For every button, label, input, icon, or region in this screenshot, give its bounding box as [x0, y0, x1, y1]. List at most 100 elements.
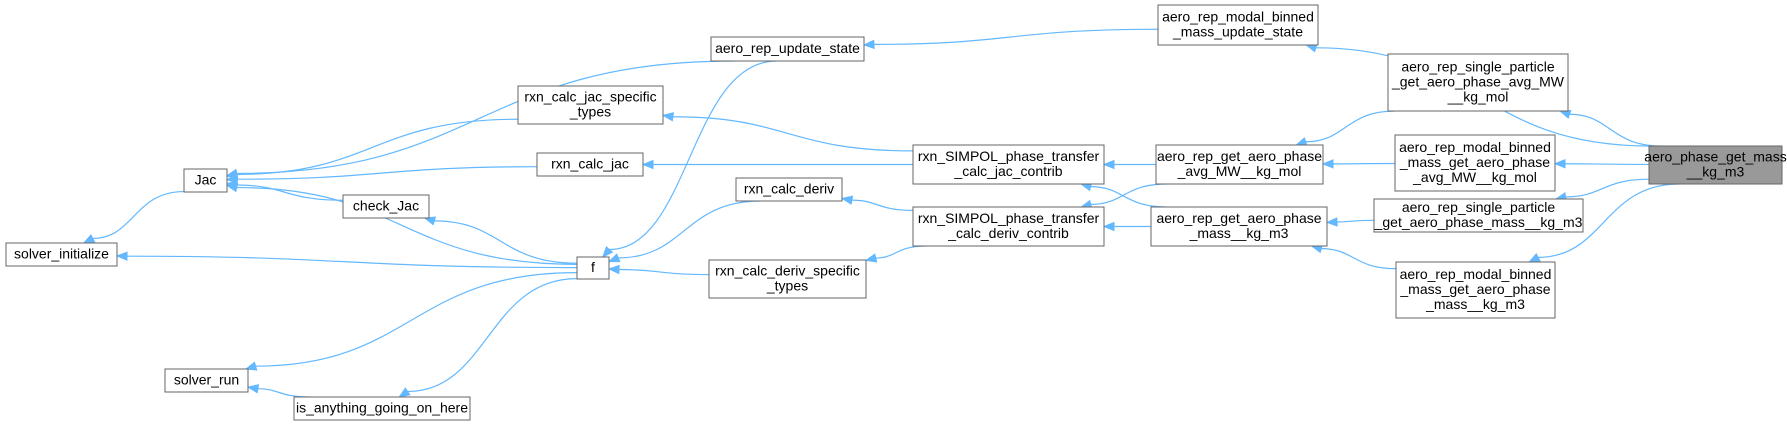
- node-label: __kg_m3: [1686, 164, 1745, 180]
- node-label: _calc_deriv_contrib: [947, 225, 1069, 241]
- node-label: aero_rep_get_aero_phase: [1156, 210, 1321, 226]
- node-label: aero_rep_single_particle: [1402, 199, 1556, 215]
- node-aero_rep_modal_binned_mass_get_aero_phase_avg_MW[interactable]: aero_rep_modal_binned_mass_get_aero_phas…: [1394, 134, 1556, 192]
- node-box: [293, 396, 471, 421]
- edge-line: [1538, 183, 1680, 258]
- edge-arrowhead: [862, 39, 875, 50]
- node-rxn_calc_jac_specific_types[interactable]: rxn_calc_jac_specific_types: [517, 85, 664, 125]
- edge-arrowhead: [661, 112, 675, 122]
- edge-f-to-rxn_calc_deriv_specific_types: [607, 264, 710, 276]
- node-label: is_anything_going_on_here: [296, 400, 468, 416]
- node-label: _mass__kg_m3: [1425, 296, 1525, 312]
- node-aero_rep_modal_binned_mass_get_aero_phase_mass[interactable]: aero_rep_modal_binned_mass_get_aero_phas…: [1395, 261, 1556, 319]
- node-is_anything_going_on_here[interactable]: is_anything_going_on_here: [293, 396, 471, 421]
- edge-rxn_SIMPOL_phase_transfer_calc_deriv_contrib-to-aero_rep_get_aero_phase_mass: [1102, 221, 1151, 232]
- node-label: rxn_calc_jac: [551, 156, 629, 172]
- edge-line: [875, 245, 927, 259]
- edge-aero_rep_get_aero_phase_mass-to-aero_rep_modal_binned_mass_get_aero_phase_mass: [1310, 244, 1397, 270]
- edge-arrowhead: [864, 253, 878, 263]
- edge-line: [92, 190, 185, 240]
- node-label: _mass__kg_m3: [1189, 225, 1289, 241]
- edge-arrowhead: [641, 159, 654, 170]
- node-rxn_calc_deriv_specific_types[interactable]: rxn_calc_deriv_specific_types: [708, 259, 867, 299]
- node-label: _types: [766, 278, 808, 294]
- node-label: aero_rep_single_particle: [1401, 59, 1555, 75]
- node-box: [912, 206, 1105, 247]
- node-box: [1157, 4, 1319, 46]
- node-check_Jac[interactable]: check_Jac: [342, 194, 430, 219]
- edge-arrowhead: [1102, 159, 1115, 170]
- edge-aero_rep_modal_binned_mass_get_aero_phase_mass-to-aero_phase_get_mass: [1528, 183, 1680, 263]
- node-label: _avg_MW__kg_mol: [1412, 169, 1537, 185]
- edge-arrowhead: [115, 251, 128, 261]
- node-aero_rep_get_aero_phase_avg_MW[interactable]: aero_rep_get_aero_phase_avg_MW__kg_mol: [1155, 144, 1324, 185]
- edge-rxn_SIMPOL_phase_transfer_calc_jac_contrib-to-aero_rep_get_aero_phase_mass: [1079, 182, 1167, 208]
- edge-aero_rep_modal_binned_mass_get_aero_phase_avg_MW-to-aero_phase_get_mass: [1553, 159, 1650, 169]
- edge-arrowhead: [840, 195, 854, 205]
- node-f[interactable]: f: [576, 256, 610, 280]
- node-rxn_calc_deriv[interactable]: rxn_calc_deriv: [735, 177, 843, 202]
- node-label: aero_rep_modal_binned: [1162, 9, 1314, 25]
- node-label: check_Jac: [353, 198, 419, 214]
- node-rxn_SIMPOL_phase_transfer_calc_deriv_contrib[interactable]: rxn_SIMPOL_phase_transfer_calc_deriv_con…: [912, 206, 1105, 247]
- edge-aero_rep_single_particle_get_aero_phase_mass-to-aero_phase_get_mass: [1554, 178, 1650, 202]
- node-solver_initialize[interactable]: solver_initialize: [5, 242, 118, 267]
- edge-line: [407, 278, 578, 393]
- node-label: aero_rep_update_state: [715, 40, 860, 56]
- edge-line: [1564, 163, 1650, 166]
- node-label: aero_rep_get_aero_phase: [1157, 148, 1322, 164]
- edge-rxn_calc_deriv-to-rxn_SIMPOL_phase_transfer_calc_deriv_contrib: [840, 195, 914, 212]
- edge-arrowhead: [82, 233, 96, 244]
- node-box: [5, 242, 118, 267]
- node-aero_phase_get_mass[interactable]: aero_phase_get_mass__kg_m3: [1644, 145, 1787, 185]
- node-box: [164, 368, 249, 393]
- edge-aero_rep_update_state-to-aero_rep_modal_binned_mass_update_state: [862, 28, 1159, 50]
- edge-arrowhead: [1294, 137, 1308, 147]
- node-box: [1648, 145, 1783, 185]
- node-rxn_calc_jac[interactable]: rxn_calc_jac: [536, 152, 644, 177]
- node-label: _mass_update_state: [1172, 24, 1303, 40]
- edge-line: [1565, 178, 1650, 198]
- node-aero_rep_update_state[interactable]: aero_rep_update_state: [710, 36, 865, 62]
- node-box: [1155, 144, 1324, 185]
- edge-solver_run-to-is_anything_going_on_here: [246, 384, 310, 398]
- edge-arrowhead: [1528, 252, 1541, 263]
- edge-rxn_calc_jac-to-rxn_SIMPOL_phase_transfer_calc_jac_contrib: [641, 159, 913, 170]
- edge-line: [236, 60, 735, 175]
- node-solver_run[interactable]: solver_run: [164, 368, 249, 393]
- edge-line: [1090, 183, 1167, 206]
- node-box: [1394, 134, 1556, 192]
- node-aero_rep_modal_binned_mass_update_state[interactable]: aero_rep_modal_binned_mass_update_state: [1157, 4, 1319, 46]
- node-label: _get_aero_phase_avg_MW: [1391, 74, 1565, 90]
- node-label: rxn_calc_jac_specific: [524, 89, 656, 105]
- node-aero_rep_get_aero_phase_mass[interactable]: aero_rep_get_aero_phase_mass__kg_m3: [1150, 206, 1328, 247]
- edge-arrowhead: [1321, 159, 1334, 169]
- edge-arrowhead: [1325, 217, 1338, 227]
- node-label: rxn_SIMPOL_phase_transfer: [918, 210, 1100, 226]
- edge-arrowhead: [1553, 159, 1566, 169]
- node-label: _mass_get_aero_phase: [1399, 281, 1550, 297]
- node-rxn_SIMPOL_phase_transfer_calc_jac_contrib[interactable]: rxn_SIMPOL_phase_transfer_calc_jac_contr…: [912, 144, 1105, 185]
- node-label: rxn_SIMPOL_phase_transfer: [918, 148, 1100, 164]
- edge-f-to-rxn_calc_deriv: [607, 200, 761, 263]
- edges-layer: [82, 28, 1680, 398]
- node-label: aero_rep_modal_binned: [1399, 139, 1551, 155]
- edge-line: [1336, 219, 1375, 223]
- node-label: _calc_jac_contrib: [953, 163, 1062, 179]
- node-aero_rep_single_particle_get_aero_phase_avg_MW[interactable]: aero_rep_single_particle_get_aero_phase_…: [1387, 53, 1569, 112]
- node-aero_rep_single_particle_get_aero_phase_mass[interactable]: aero_rep_single_particle_get_aero_phase_…: [1373, 198, 1584, 233]
- edge-line: [851, 199, 914, 212]
- node-label: solver_run: [174, 372, 239, 388]
- edge-arrowhead: [225, 183, 239, 193]
- edge-line: [1305, 110, 1396, 143]
- node-box: [1373, 198, 1584, 233]
- edge-solver_run-to-f: [244, 272, 578, 371]
- node-Jac[interactable]: Jac: [183, 168, 228, 193]
- edge-arrowhead: [607, 253, 621, 263]
- node-box: [710, 36, 865, 62]
- edge-line: [609, 60, 777, 251]
- node-label: _types: [569, 104, 611, 120]
- edge-is_anything_going_on_here-to-f: [398, 278, 578, 398]
- edge-f-to-aero_rep_update_state: [601, 60, 777, 259]
- node-box: [536, 152, 644, 177]
